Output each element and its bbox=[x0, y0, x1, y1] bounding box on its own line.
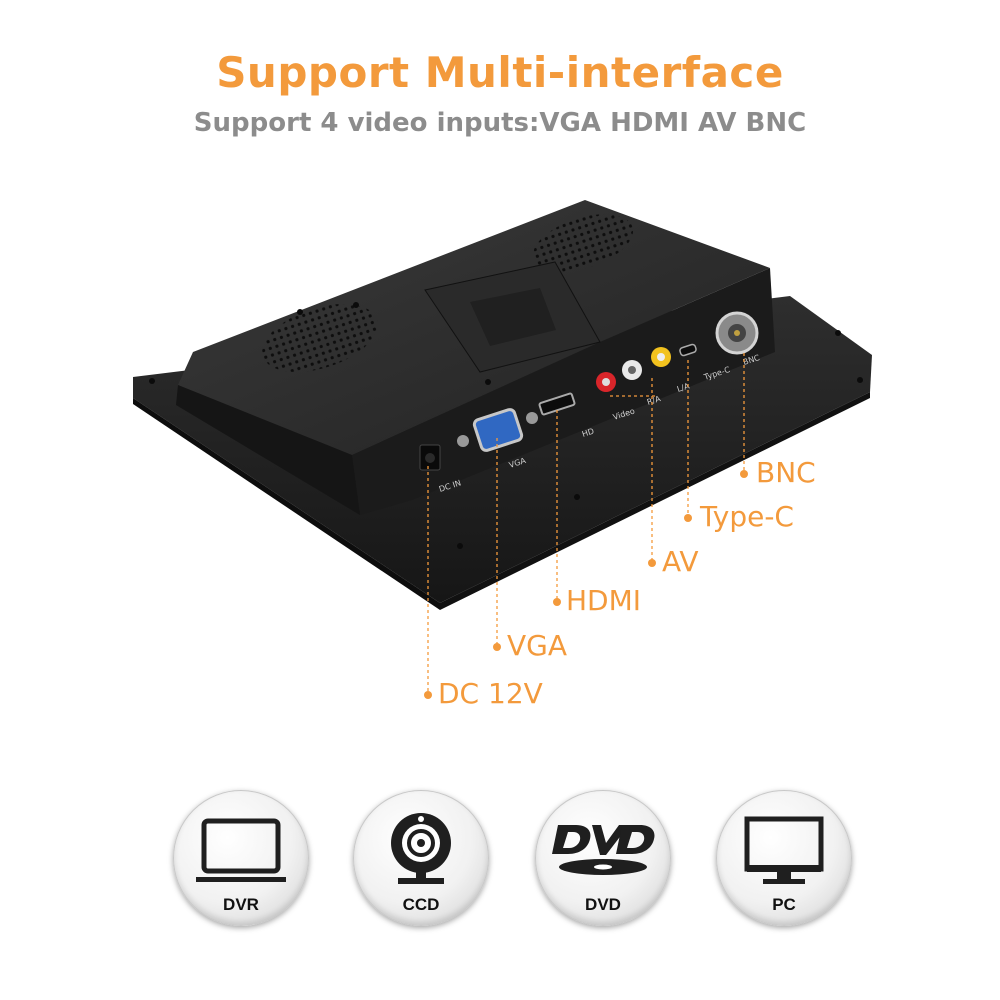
device-ccd: CCD bbox=[353, 790, 489, 926]
page-subtitle: Support 4 video inputs:VGA HDMI AV BNC bbox=[193, 108, 807, 138]
laptop-icon bbox=[196, 818, 286, 882]
callout-vga: VGA bbox=[507, 629, 568, 662]
panel-label-r: R/A bbox=[646, 394, 662, 407]
vga-port bbox=[472, 408, 524, 452]
device-label: DVD bbox=[585, 895, 621, 914]
device-dvd: DVD bbox=[535, 790, 671, 926]
typec-port bbox=[679, 343, 697, 357]
callout-hdmi: HDMI bbox=[566, 584, 642, 617]
panel-label-hd: HD bbox=[581, 427, 595, 439]
left-speaker-grill bbox=[262, 303, 378, 373]
callout-typec: Type-C bbox=[700, 500, 794, 533]
panel-label-l: L/A bbox=[676, 381, 691, 394]
callout-bnc: BNC bbox=[756, 456, 816, 489]
device-pc: PC bbox=[716, 790, 852, 926]
callout-dc: DC 12V bbox=[438, 677, 543, 710]
callout-av: AV bbox=[662, 545, 699, 578]
device-dvr: DVR bbox=[173, 790, 309, 926]
page-title: Support Multi-interface bbox=[216, 48, 784, 97]
device-label: DVR bbox=[223, 895, 259, 914]
device-label: CCD bbox=[402, 895, 440, 914]
rear-housing-side bbox=[352, 268, 775, 515]
device-icons-row: DVR CCD DVD PC bbox=[0, 790, 1000, 940]
webcam-icon bbox=[391, 813, 451, 884]
dvd-logo-icon bbox=[552, 825, 655, 875]
right-speaker-grill bbox=[532, 214, 634, 272]
monitor-back-illustration: DC IN VGA HD Video R/A L/A Type-C BNC bbox=[133, 200, 872, 699]
device-label: PC bbox=[772, 895, 796, 914]
monitor-icon bbox=[744, 816, 824, 884]
hdmi-port bbox=[538, 392, 576, 416]
